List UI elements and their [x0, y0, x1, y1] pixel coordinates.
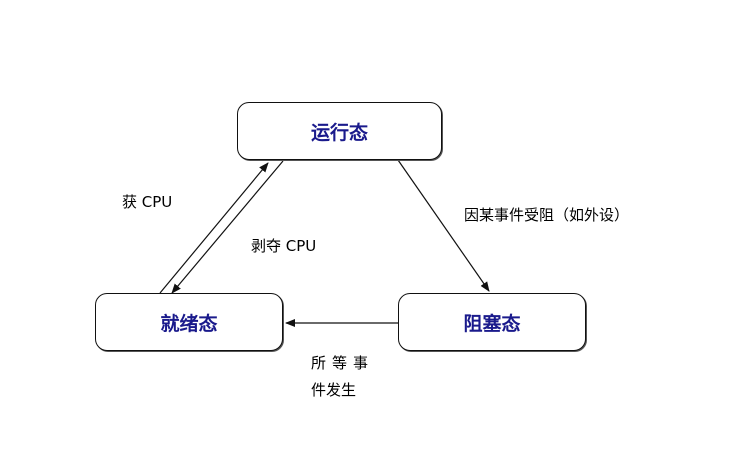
state-running: 运行态	[237, 102, 442, 160]
label-blocked-to-ready-line2: 件发生	[311, 381, 357, 399]
arrow-running-to-blocked	[397, 159, 490, 292]
label-running-to-ready: 剥夺 CPU	[251, 237, 317, 255]
arrow-ready-to-running	[159, 162, 269, 294]
state-blocked: 阻塞态	[398, 293, 586, 351]
label-ready-to-running: 获 CPU	[122, 193, 173, 211]
state-blocked-label: 阻塞态	[463, 312, 521, 335]
label-blocked-to-ready-line1: 所等事	[311, 354, 375, 372]
state-ready: 就绪态	[95, 293, 283, 351]
state-ready-label: 就绪态	[160, 312, 218, 335]
state-running-label: 运行态	[310, 121, 368, 144]
arrow-running-to-ready	[171, 160, 284, 294]
label-running-to-blocked: 因某事件受阻（如外设）	[464, 206, 630, 224]
